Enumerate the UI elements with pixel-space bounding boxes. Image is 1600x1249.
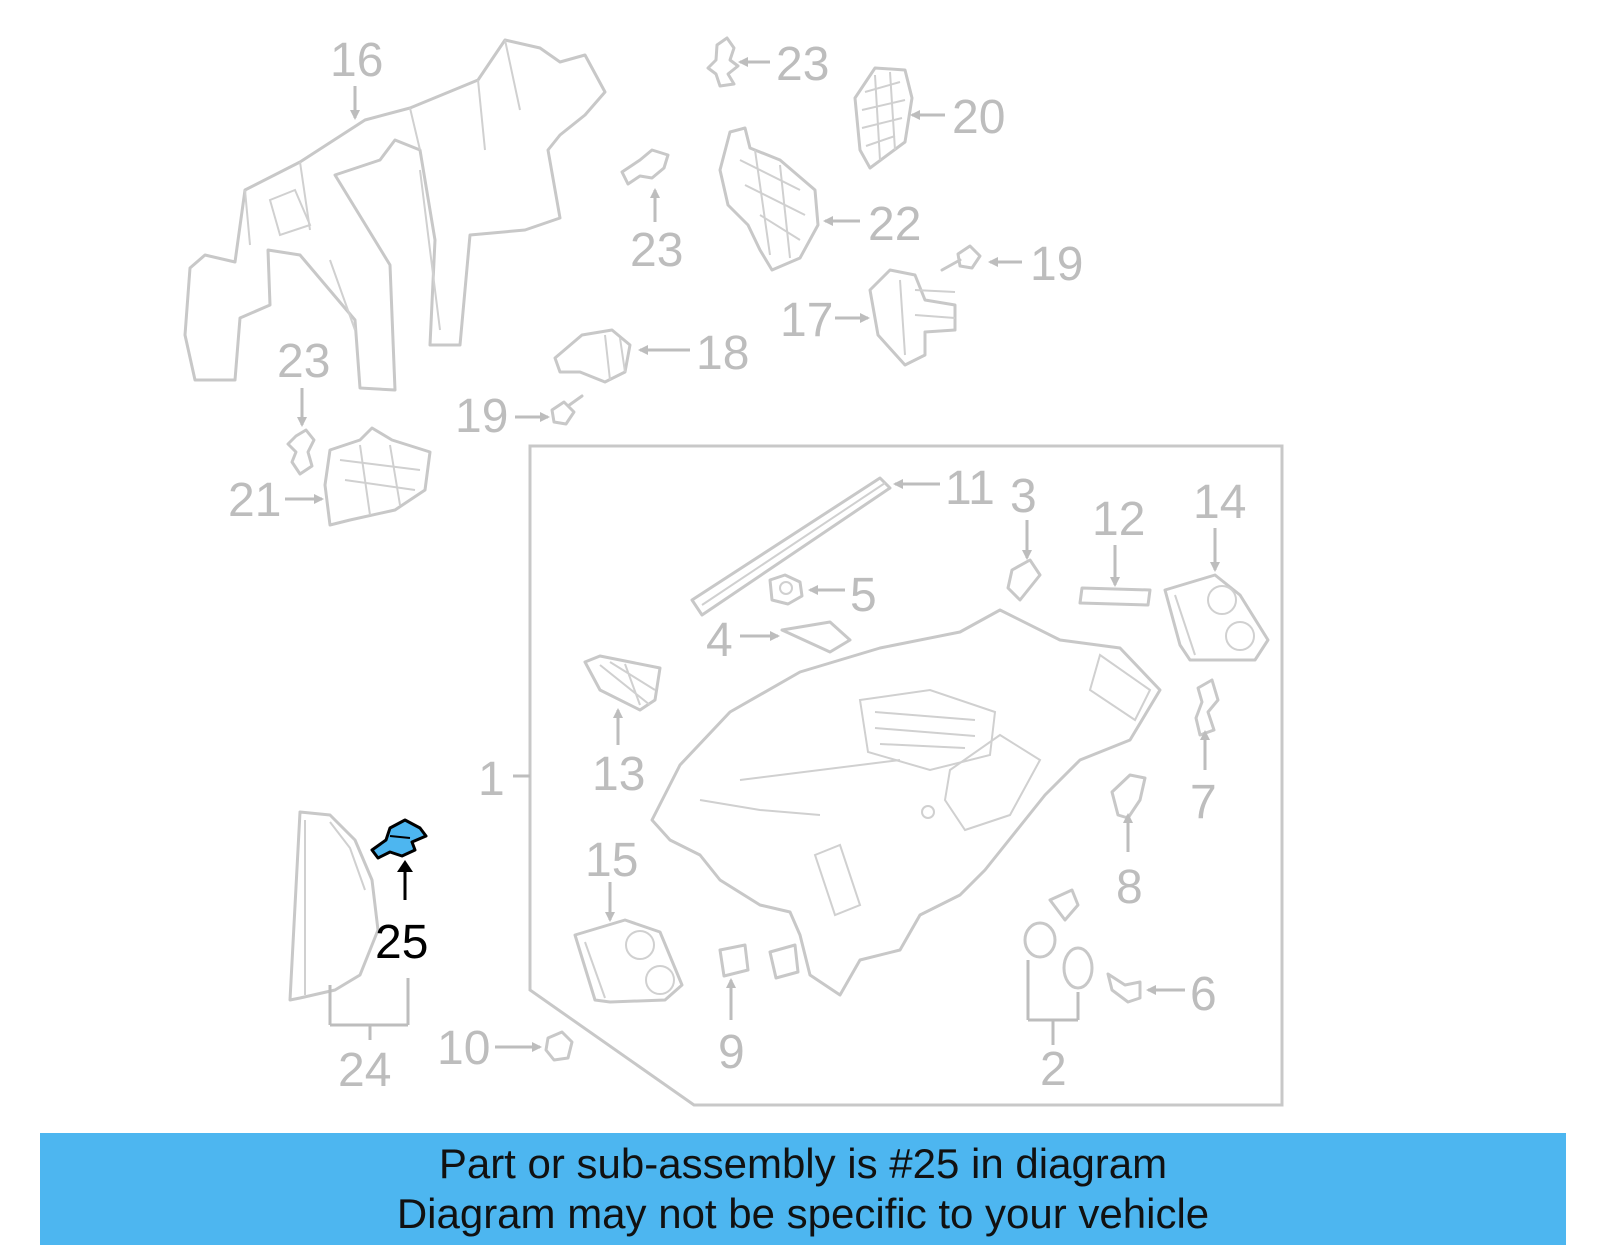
callout-15: 15 (585, 834, 638, 887)
callout-11: 11 (945, 462, 995, 515)
part-10-clip (544, 1030, 574, 1062)
part-6-bolt (1106, 972, 1142, 1004)
part-15-side-vent (573, 918, 684, 1004)
callout-4: 4 (706, 614, 733, 667)
banner-line-1: Part or sub-assembly is #25 in diagram (438, 1140, 1168, 1187)
part-7-bracket (1194, 678, 1220, 737)
callout-6: 6 (1190, 968, 1217, 1021)
info-banner: Part or sub-assembly is #25 in diagram D… (40, 1133, 1566, 1245)
callout-23-top: 23 (776, 38, 829, 91)
part-18-bracket (553, 328, 632, 384)
part-24-side-trim-panel (288, 810, 380, 1002)
part-25-clip-highlighted[interactable] (370, 818, 428, 860)
part-22-bracket (718, 126, 820, 272)
callout-19-right: 19 (1030, 238, 1083, 291)
callout-13: 13 (592, 748, 645, 801)
callout-20: 20 (952, 91, 1005, 144)
callout-10: 10 (437, 1022, 490, 1075)
callout-18: 18 (696, 327, 749, 380)
part-20-vent-grille (853, 66, 914, 170)
callout-22: 22 (868, 198, 921, 251)
part-13-corner-vent (583, 654, 662, 712)
callout-21: 21 (228, 474, 281, 527)
callout-2: 2 (1040, 1043, 1067, 1096)
callout-1: 1 (478, 753, 505, 806)
callout-9: 9 (718, 1026, 745, 1079)
callout-25: 25 (375, 916, 428, 969)
part-14-side-vent (1163, 573, 1270, 662)
callout-7: 7 (1190, 776, 1217, 829)
part-23-clip-middle (620, 148, 670, 186)
banner-line-2: Diagram may not be specific to your vehi… (396, 1190, 1210, 1237)
part-1-instrument-panel (650, 608, 1162, 997)
callout-24: 24 (338, 1044, 391, 1097)
callout-14: 14 (1193, 476, 1246, 529)
callout-12: 12 (1092, 493, 1145, 546)
part-19-bolt-right (940, 244, 982, 272)
callout-23-middle: 23 (630, 224, 683, 277)
part-19-bolt-left (550, 394, 584, 426)
part-11-defroster-strip (690, 476, 892, 617)
callout-8: 8 (1116, 861, 1143, 914)
part-17-bracket (868, 268, 957, 367)
part-8-clip (1110, 773, 1147, 820)
callout-3: 3 (1010, 470, 1037, 523)
callout-23-left: 23 (277, 335, 330, 388)
part-16-support-frame (183, 38, 607, 392)
part-4-clip (780, 620, 852, 654)
callout-5: 5 (850, 569, 877, 622)
part-5-nut (768, 573, 804, 606)
assembly-1-outline (528, 444, 1284, 1107)
part-23-clip-left (286, 428, 316, 476)
part-21-bracket (323, 426, 432, 527)
part-23-clip-top (706, 36, 740, 88)
part-12-trim-strip (1078, 586, 1152, 607)
callout-16: 16 (330, 34, 383, 87)
part-2-grommets (1023, 888, 1094, 990)
callout-19-left: 19 (455, 390, 508, 443)
part-3-clip (1006, 558, 1042, 602)
part-9-clips (718, 943, 800, 980)
callout-17: 17 (780, 294, 833, 347)
